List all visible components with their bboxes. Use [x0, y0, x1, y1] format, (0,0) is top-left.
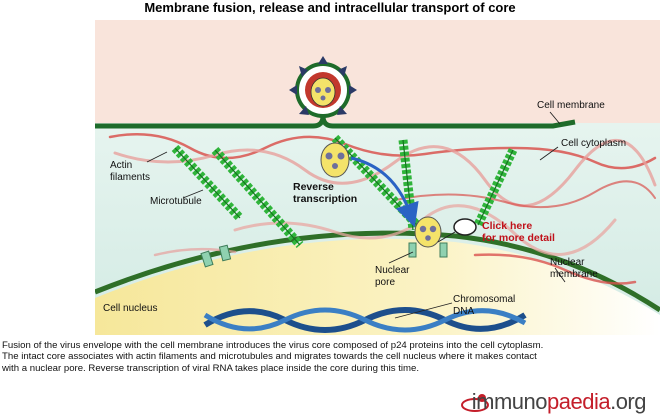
label-nuclear-pore-line2: pore — [375, 277, 395, 288]
site-logo[interactable]: immunopaedia.org — [471, 389, 647, 415]
figure-caption: Fusion of the virus envelope with the ce… — [2, 340, 658, 374]
link-more-detail[interactable]: for more detail — [482, 232, 555, 244]
label-cell-membrane: Cell membrane — [537, 100, 605, 111]
leader-lines — [146, 111, 566, 319]
label-chromosomal-line2: DNA — [453, 306, 474, 317]
logo-part-2: paedia — [547, 389, 611, 414]
core-transport-diagram: Cell membrane Cell cytoplasm Actin filam… — [95, 20, 660, 335]
chromosomal-dna — [203, 307, 527, 333]
caption-line-1: Fusion of the virus envelope with the ce… — [2, 340, 544, 351]
extracellular-space — [95, 20, 660, 125]
link-click-here[interactable]: Click here — [482, 220, 532, 232]
label-nuclear-pore-line1: Nuclear — [375, 265, 410, 276]
label-actin-line1: Actin — [110, 160, 132, 171]
viral-core-migrating — [320, 142, 350, 178]
viral-core-at-pore — [414, 216, 442, 248]
label-microtubule: Microtubule — [150, 196, 202, 207]
logo-mark-icon — [461, 394, 489, 412]
label-chromosomal-line1: Chromosomal — [453, 294, 515, 305]
detail-magnifier-icon[interactable] — [437, 218, 477, 243]
logo-part-1: immuno — [471, 389, 548, 414]
label-reverse-line2: transcription — [293, 193, 357, 205]
logo-part-3: .org — [610, 389, 646, 414]
caption-line-2: The intact core associates with actin fi… — [2, 351, 537, 363]
label-cell-cytoplasm: Cell cytoplasm — [561, 138, 626, 149]
label-actin-line2: filaments — [110, 172, 150, 183]
actin-filaments — [108, 132, 657, 285]
migration-arrow — [350, 156, 419, 228]
virus-particle — [289, 56, 357, 118]
caption-line-3: with a nuclear pore. Reverse transcripti… — [2, 362, 419, 374]
label-nuclear-membrane-line1: Nuclear — [550, 257, 585, 268]
label-cell-nucleus: Cell nucleus — [103, 303, 157, 314]
nuclear-pores — [200, 242, 448, 268]
label-reverse-line1: Reverse — [293, 181, 334, 193]
page-title: Membrane fusion, release and intracellul… — [144, 0, 516, 15]
label-nuclear-membrane-line2: membrane — [550, 269, 598, 280]
